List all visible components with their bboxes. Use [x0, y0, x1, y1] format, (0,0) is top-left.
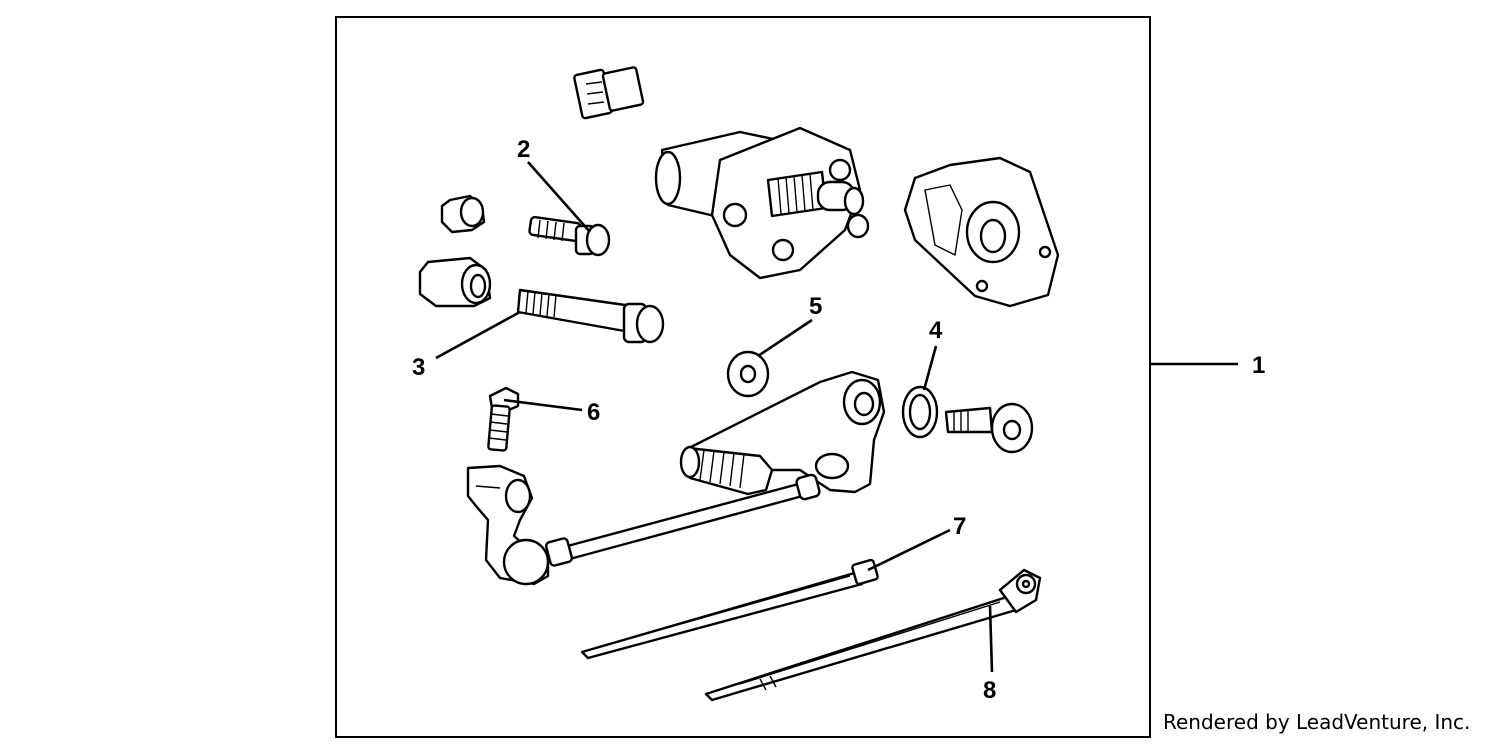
kit-frame	[335, 16, 1151, 738]
cable-tie-7-part	[580, 558, 879, 660]
callout-4: 4	[929, 317, 943, 344]
pivot-bolt-part	[944, 402, 1034, 454]
large-collar-part	[418, 256, 492, 308]
shift-linkage-part	[466, 464, 821, 586]
callout-3: 3	[412, 354, 425, 381]
callout-7: 7	[953, 513, 966, 540]
washer-5-part	[726, 350, 770, 398]
long-flange-bolt-part	[516, 288, 665, 344]
shift-pedal-part	[679, 370, 886, 496]
leader-5	[757, 318, 813, 358]
leader-2	[527, 161, 591, 233]
wiring-harness-part	[573, 57, 804, 198]
leader-4	[922, 345, 938, 391]
washer-4-part	[901, 385, 939, 439]
leader-7	[867, 528, 951, 572]
render-credit: Rendered by LeadVenture, Inc.	[1163, 710, 1471, 734]
cable-tie-8-part	[704, 568, 1042, 702]
callout-8: 8	[983, 677, 996, 704]
leader-8	[988, 605, 994, 673]
callout-5: 5	[809, 293, 822, 320]
callout-6: 6	[587, 399, 600, 426]
small-collar-part	[440, 194, 486, 234]
callout-1: 1	[1252, 352, 1265, 379]
leader-3	[435, 310, 521, 360]
shift-actuator-part	[654, 126, 870, 280]
callout-2: 2	[517, 136, 530, 163]
leader-6	[503, 398, 583, 412]
bolt-6-part	[487, 386, 520, 452]
housing-cover-part	[903, 156, 1060, 308]
short-flange-bolt-part	[528, 215, 611, 257]
